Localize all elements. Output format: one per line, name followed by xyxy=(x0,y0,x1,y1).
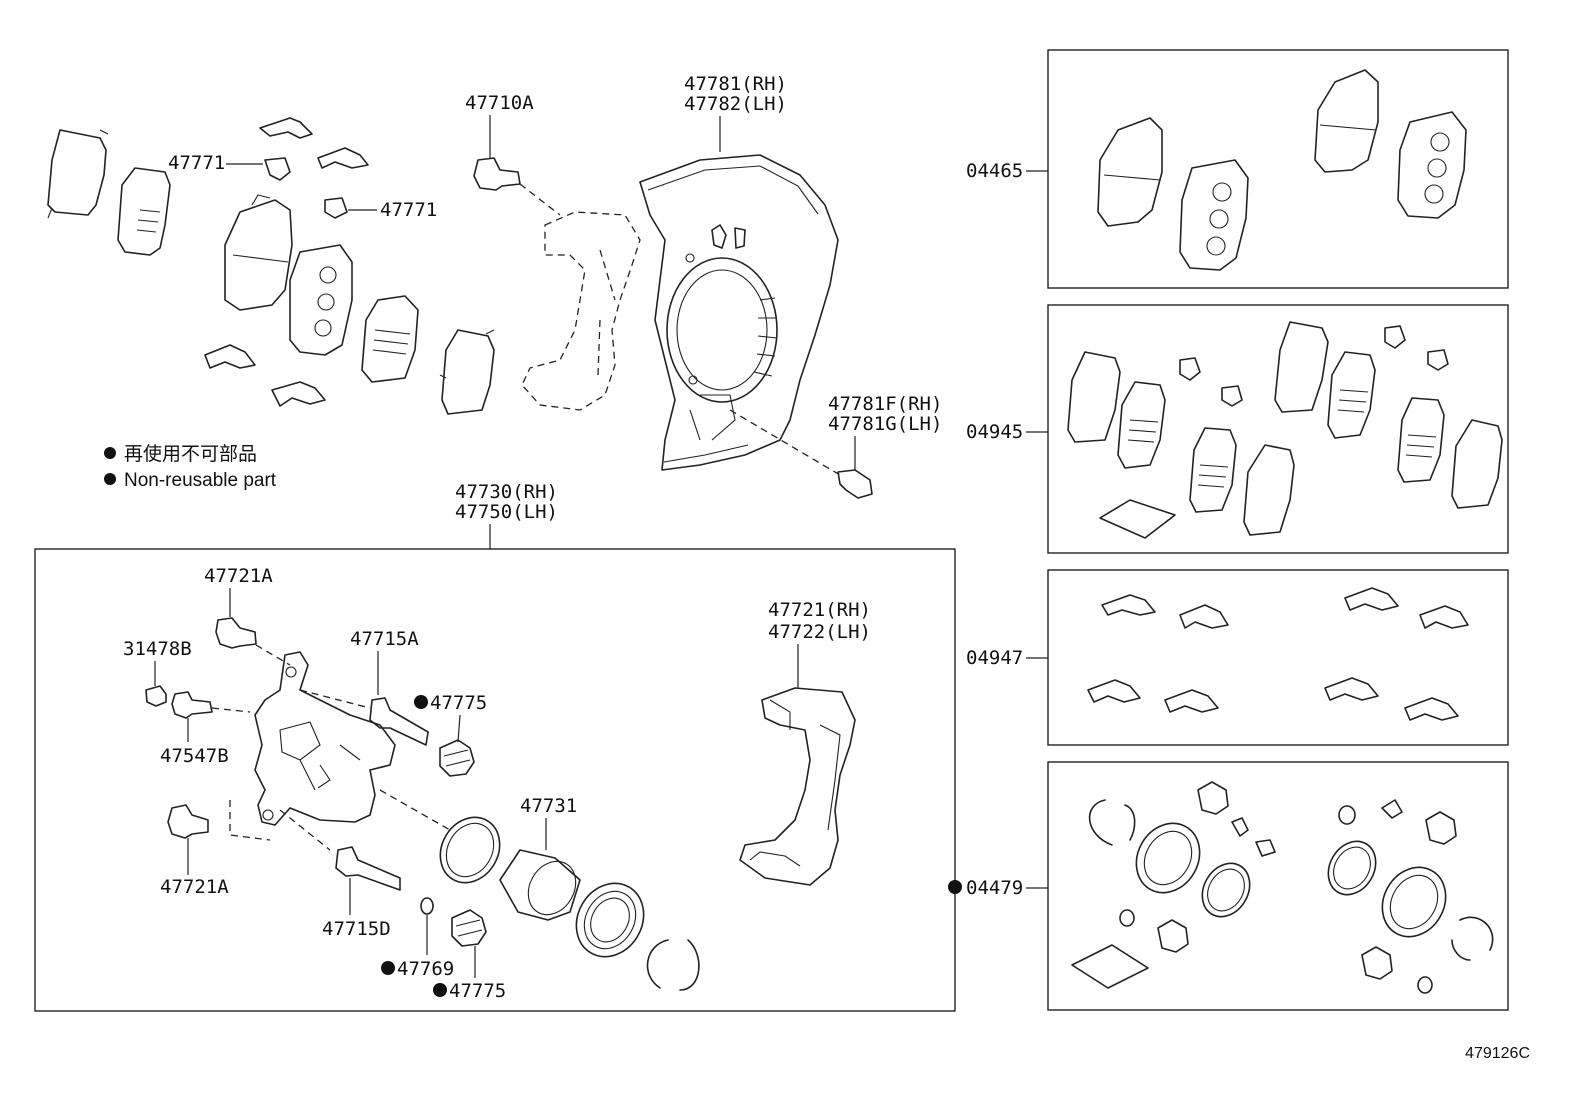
bleeder-plug xyxy=(171,691,213,719)
non-reusable-dot-47775-top xyxy=(414,695,428,709)
label-04945: 04945 xyxy=(966,421,1023,443)
figure-code: 479126C xyxy=(1465,1045,1530,1062)
bolt-47721A-bottom xyxy=(167,804,209,839)
pin-boot-top xyxy=(439,739,475,777)
mounting-bolt-47710A xyxy=(473,157,521,191)
ghost-caliper-bracket xyxy=(521,211,641,411)
caliper-body xyxy=(254,651,396,826)
bushing-47769 xyxy=(420,897,434,915)
bolt-47721A-top xyxy=(215,617,257,649)
label-47730-rh: 47730(RH) xyxy=(455,481,558,503)
legend-dot-jp xyxy=(104,447,116,459)
label-47721-rh: 47721(RH) xyxy=(768,599,871,621)
label-47775-top: 47775 xyxy=(430,692,487,714)
brake-pad-outer xyxy=(224,199,293,311)
slide-pin-47715D xyxy=(335,846,401,891)
non-reusable-dot-47775-bottom xyxy=(433,983,447,997)
legend-japanese: 再使用不可部品 xyxy=(124,443,257,465)
label-47771-b: 47771 xyxy=(380,199,437,221)
legend-english: Non-reusable part xyxy=(124,470,277,491)
wear-indicator-2 xyxy=(324,197,348,219)
kit-04947-clips xyxy=(1087,587,1469,721)
label-47781G-lh: 47781G(LH) xyxy=(828,413,942,435)
label-47715A: 47715A xyxy=(350,628,419,650)
pad-shim-group xyxy=(47,117,495,415)
label-47721A-top: 47721A xyxy=(204,565,273,587)
caliper-assembly-box xyxy=(34,548,956,1012)
kit-box-04945 xyxy=(1047,304,1509,554)
label-47731: 47731 xyxy=(520,795,577,817)
label-47722-lh: 47722(LH) xyxy=(768,621,871,643)
label-04479: 04479 xyxy=(966,877,1023,899)
slide-pin-47715A xyxy=(369,697,429,746)
pad-support-plate-4 xyxy=(271,381,326,407)
non-reusable-dot-04479 xyxy=(948,880,962,894)
legend-dot-en xyxy=(104,473,116,485)
kit-box-04465 xyxy=(1047,49,1509,289)
pin-boot-bottom xyxy=(451,909,487,947)
kit-box-04479 xyxy=(1047,761,1509,1011)
caliper-piston xyxy=(499,849,581,921)
anti-squeal-shim-2 xyxy=(117,167,171,256)
brake-pad-backing xyxy=(289,244,353,356)
label-47782-lh: 47782(LH) xyxy=(684,93,787,115)
label-47769: 47769 xyxy=(397,958,454,980)
label-31478B: 31478B xyxy=(123,638,192,660)
caliper-mounting-bracket xyxy=(739,687,856,886)
kit-04479-seals xyxy=(1071,781,1494,994)
bleeder-cap xyxy=(145,685,167,707)
label-47781F-rh: 47781F(RH) xyxy=(828,393,942,415)
label-04465: 04465 xyxy=(966,160,1023,182)
anti-squeal-shim-outer xyxy=(47,129,107,216)
label-47715D: 47715D xyxy=(322,918,391,940)
label-47781-rh: 47781(RH) xyxy=(684,73,787,95)
anti-squeal-shim-inner xyxy=(361,295,419,383)
label-47771-a: 47771 xyxy=(168,152,225,174)
label-47750-lh: 47750(LH) xyxy=(455,501,558,523)
wear-indicator-1 xyxy=(264,157,291,181)
dust-shield xyxy=(639,154,839,471)
set-ring xyxy=(646,939,700,991)
pad-support-plate-3 xyxy=(204,344,256,369)
dust-shield-bolt xyxy=(837,469,873,499)
label-47710A: 47710A xyxy=(465,92,534,114)
label-47547B: 47547B xyxy=(160,745,229,767)
label-04947: 04947 xyxy=(966,647,1023,669)
label-47775-bottom: 47775 xyxy=(449,980,506,1002)
kit-04465-pads xyxy=(1097,69,1467,271)
anti-squeal-shim-inner-2 xyxy=(441,329,495,415)
pad-support-plate-2 xyxy=(317,147,369,169)
cylinder-boot xyxy=(575,882,645,958)
non-reusable-dot-47769 xyxy=(381,961,395,975)
kit-04945-shims xyxy=(1067,321,1503,539)
piston-seal xyxy=(439,816,501,884)
label-47721A-bottom: 47721A xyxy=(160,876,229,898)
pad-support-plate-1 xyxy=(259,117,313,139)
